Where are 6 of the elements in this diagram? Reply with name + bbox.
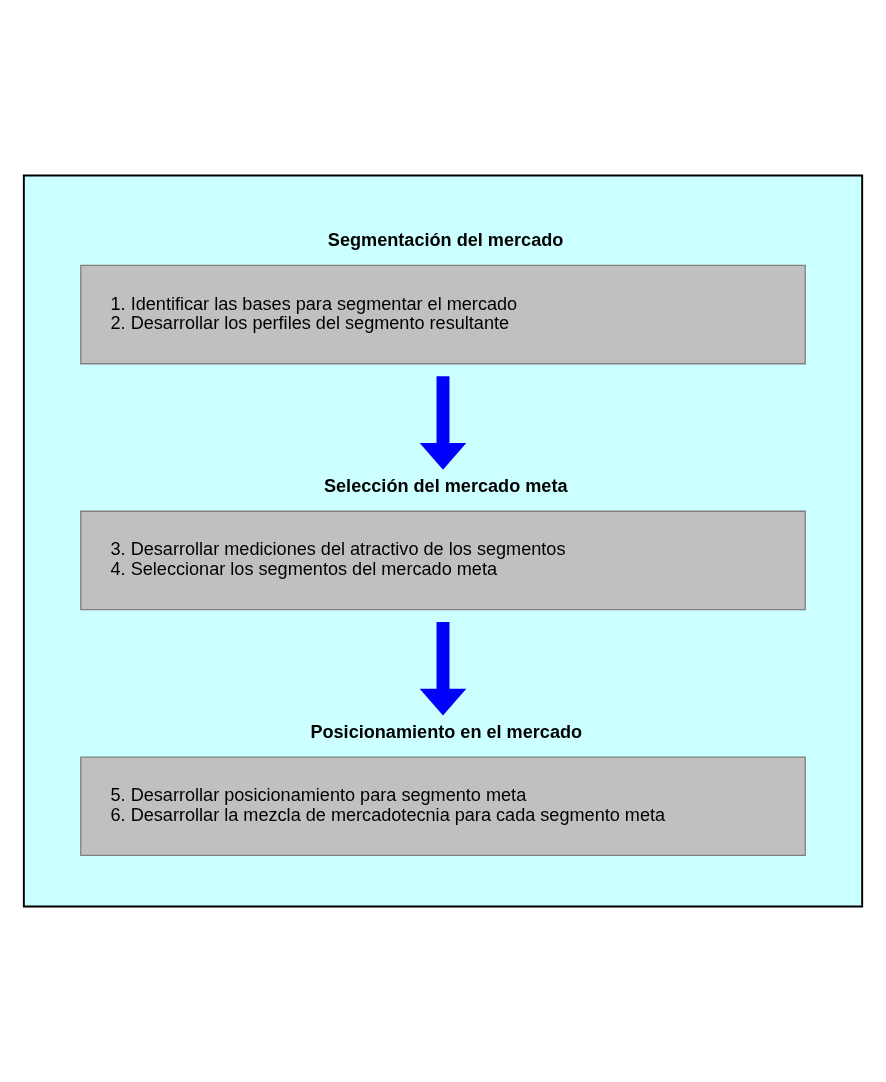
node-label: Segmentación del mercado: [327, 230, 564, 251]
arrow: [419, 376, 467, 470]
arrow: [419, 621, 467, 716]
node-label: Posicionamiento en el mercado: [310, 721, 583, 742]
cluster: [22, 174, 864, 908]
node-label: Selección del mercado meta: [323, 476, 568, 497]
